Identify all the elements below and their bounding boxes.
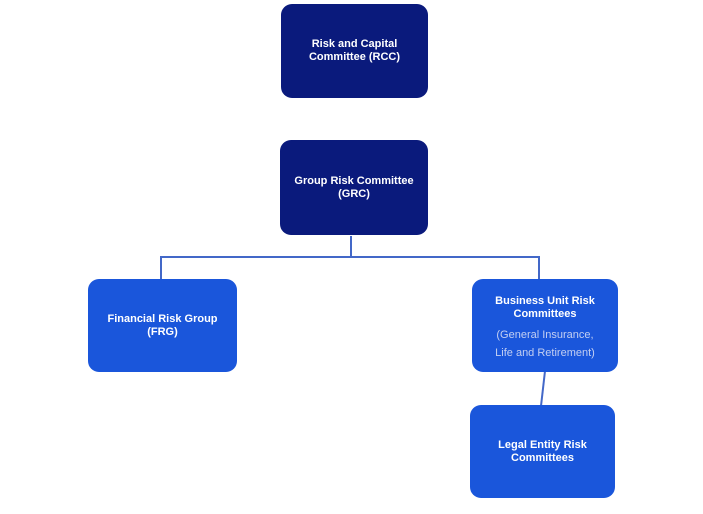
org-box-business-unit-label-line1: Business Unit Risk (495, 295, 595, 307)
org-box-grc-label-line1: Group Risk Committee (294, 174, 414, 187)
org-box-rcc: Risk and Capital Committee (RCC) (281, 4, 428, 98)
org-box-legal-entity-label-line1: Legal Entity Risk (498, 438, 587, 451)
org-box-business-unit: Business Unit Risk Committees (General I… (472, 279, 618, 372)
org-box-legal-entity-label-line2: Committees (511, 451, 574, 464)
org-box-frg-label-line2: (FRG) (147, 325, 178, 338)
org-box-business-unit-subtitle: (General Insurance, Life and Retirement) (495, 326, 595, 362)
org-box-rcc-label-line1: Risk and Capital (311, 38, 398, 50)
connector-bu-le (540, 370, 546, 407)
org-box-grc: Group Risk Committee (GRC) (280, 140, 428, 235)
org-box-grc-label-line2: (GRC) (338, 187, 370, 200)
org-box-legal-entity: Legal Entity Risk Committees (470, 405, 615, 498)
org-box-frg: Financial Risk Group (FRG) (88, 279, 237, 372)
org-box-rcc-label-line2: Committee (RCC) (308, 51, 401, 63)
org-box-business-unit-subtitle-line2: Life and Retirement) (495, 347, 595, 359)
org-box-frg-label-line1: Financial Risk Group (107, 312, 218, 325)
org-box-business-unit-label-line2: Committees (513, 308, 577, 320)
org-box-business-unit-subtitle-line1: (General Insurance, (496, 329, 594, 341)
